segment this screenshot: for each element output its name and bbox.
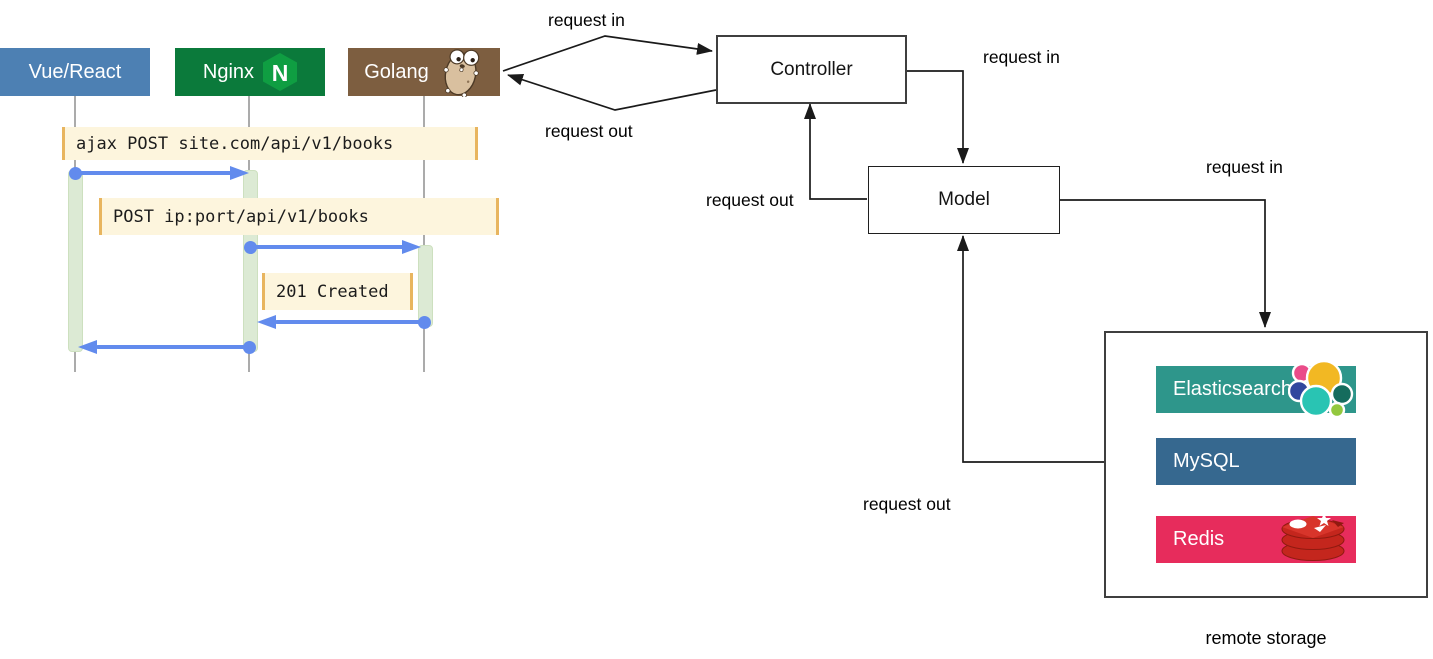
activation-golang <box>418 245 433 327</box>
model-label: Model <box>938 189 990 210</box>
controller-label: Controller <box>770 58 853 80</box>
controller-box: Controller <box>716 35 907 104</box>
remote-storage-caption: remote storage <box>1205 628 1327 648</box>
participant-golang: Golang <box>348 48 500 97</box>
service-mysql: MySQL <box>1156 438 1356 485</box>
label-request-in-controller-model: request in <box>983 47 1060 67</box>
edge-controller-to-golang <box>507 73 717 111</box>
go-gopher-icon <box>443 49 480 97</box>
remote-storage-box: Elasticsearch MySQL Redis <box>1104 331 1428 598</box>
redis-logo-icon <box>1281 513 1345 561</box>
edge-model-to-controller <box>804 103 867 200</box>
label-request-in-model-storage: request in <box>1206 157 1283 177</box>
edge-storage-to-model <box>957 235 1104 463</box>
label-request-out-controller-golang: request out <box>545 121 633 141</box>
activation-vue-react <box>68 170 83 352</box>
svg-text:N: N <box>272 60 289 86</box>
edge-model-to-storage <box>1057 199 1271 328</box>
participant-label: Nginx <box>202 60 255 83</box>
participant-label: Golang <box>364 60 429 83</box>
participant-vue-react: Vue/React <box>0 48 150 96</box>
label-request-out-model-controller: request out <box>706 190 794 210</box>
label-request-in-golang-controller: request in <box>548 10 625 30</box>
service-label: Elasticsearch <box>1173 378 1292 400</box>
participant-nginx: Nginx N <box>175 48 325 96</box>
edge-golang-to-controller <box>502 35 713 72</box>
label-request-out-storage-model: request out <box>863 494 951 514</box>
service-label: Redis <box>1173 528 1225 550</box>
participant-label: Vue/React <box>28 60 122 83</box>
edge-controller-to-model <box>903 70 969 164</box>
elasticsearch-logo-icon <box>1288 359 1354 419</box>
message-201-created: 201 Created <box>262 273 413 310</box>
message-ajax-post: ajax POST site.com/api/v1/books <box>62 127 478 160</box>
nginx-logo-icon: N <box>263 53 298 91</box>
model-box: Model <box>868 166 1060 234</box>
service-label: MySQL <box>1173 450 1240 472</box>
message-post-ip-port: POST ip:port/api/v1/books <box>99 198 499 235</box>
